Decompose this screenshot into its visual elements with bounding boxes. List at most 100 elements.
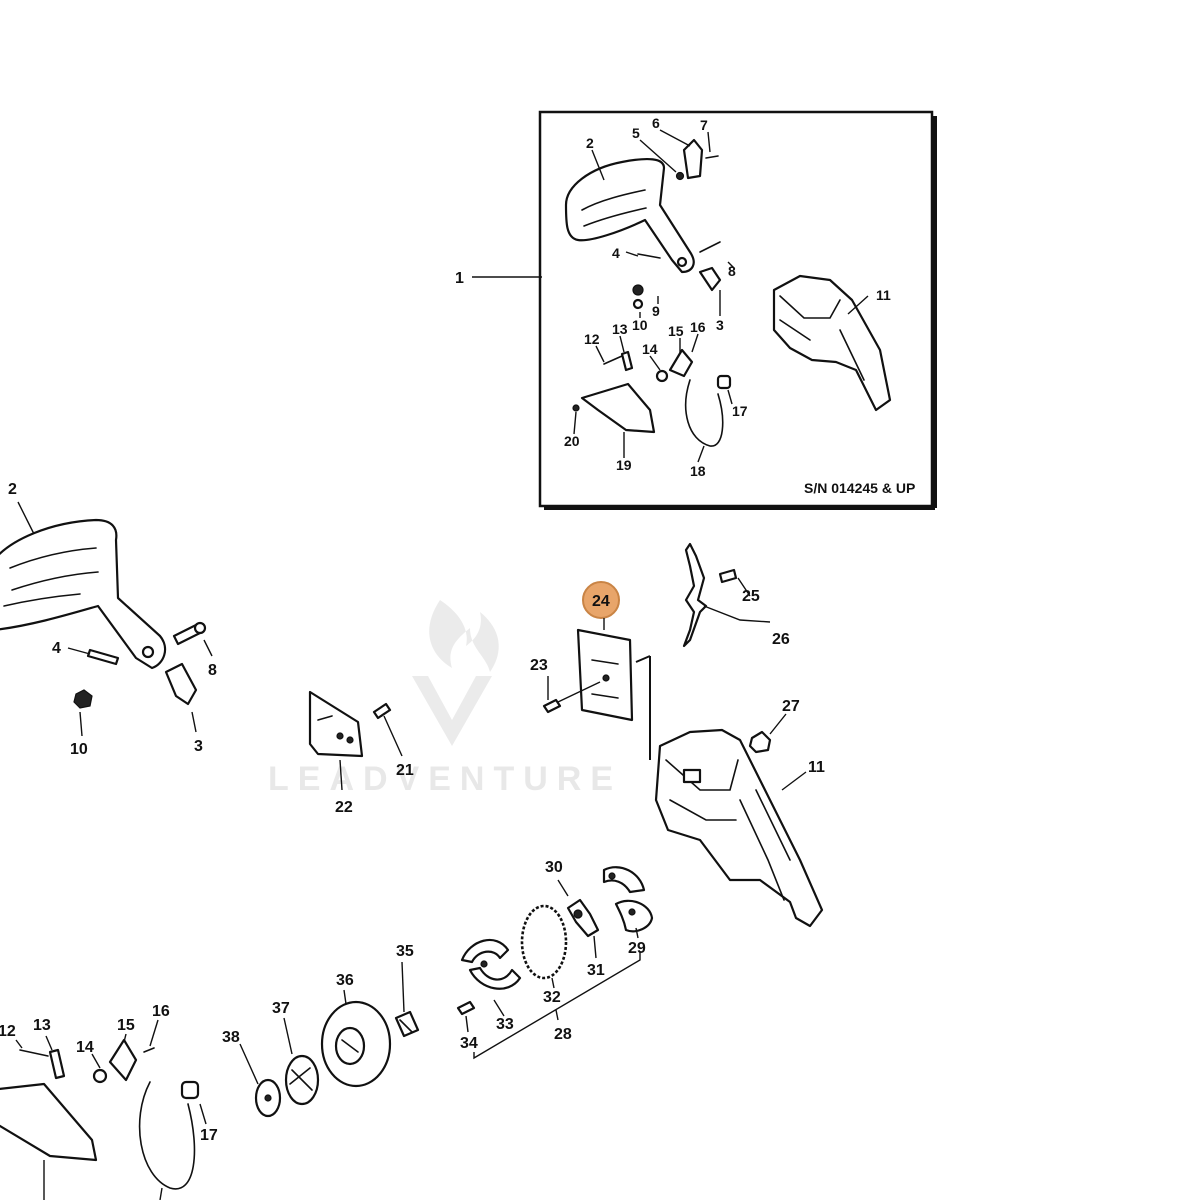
inset-bolt-part (699, 241, 721, 253)
screw-part-22 (372, 702, 392, 720)
inset-brake-band-part (684, 379, 724, 447)
inset-spacer-part (716, 374, 732, 390)
clip-part-3 (164, 662, 198, 706)
clutch-drum-part-36 (320, 1000, 392, 1088)
inset-spring-part (603, 355, 623, 365)
brake-band-part (138, 1081, 196, 1190)
callout-36: 36 (336, 972, 354, 989)
callout-34: 34 (460, 1035, 478, 1052)
callout-1: 1 (455, 270, 464, 287)
inset-nut-part (675, 171, 685, 181)
inset-callout-6: 6 (652, 115, 660, 131)
callout-35: 35 (396, 943, 414, 960)
inset-bracket-part (682, 138, 704, 180)
inset-serial-panel: 1 2 3 4 5 6 7 8 9 10 11 12 13 14 15 16 1… (455, 110, 937, 510)
callout-25: 26 (772, 631, 790, 648)
brake-cover-part (0, 1082, 98, 1162)
inset-serial-label: S/N 014245 & UP (804, 480, 915, 496)
inset-housing-part (772, 274, 892, 412)
inset-callout-19: 19 (616, 457, 632, 473)
inset-clip-part (698, 266, 722, 292)
callout-26: 25 (742, 588, 760, 605)
inset-pivot-part (668, 348, 694, 378)
callout-4: 4 (52, 640, 61, 657)
inset-bushing-part (655, 369, 669, 383)
callout-3: 3 (194, 738, 203, 755)
inset-callout-17: 17 (732, 403, 748, 419)
side-cover-housing-part-11 (654, 728, 824, 928)
inset-washer-part (632, 284, 644, 296)
spring-part-12 (19, 1049, 49, 1057)
inset-pin-part (637, 253, 661, 259)
callout-27: 27 (782, 698, 800, 715)
inset-callout-3: 3 (716, 317, 724, 333)
callout-33: 33 (496, 1016, 514, 1033)
callout-11: 11 (808, 759, 825, 776)
spacer-part-17 (180, 1080, 200, 1100)
callout-38: 38 (222, 1029, 240, 1046)
washer-part-38 (254, 1078, 282, 1118)
inset-screw-part (705, 155, 719, 159)
inset-callout-12: 12 (584, 331, 600, 347)
callout-12: 12 (0, 1023, 16, 1040)
callout-14: 14 (76, 1039, 94, 1056)
inset-lever-part (620, 350, 634, 372)
clutch-spring-part-32 (520, 904, 568, 980)
inset-callout-9: 9 (652, 303, 660, 319)
callout-32: 32 (543, 989, 561, 1006)
inset-callout-16: 16 (690, 319, 706, 335)
clutch-shoe-part-33 (460, 939, 522, 990)
clutch-shoe-part-29 (602, 866, 654, 933)
inset-callout-2: 2 (586, 135, 594, 151)
callout-24-badge[interactable] (582, 581, 620, 619)
bushing-part-14 (92, 1068, 108, 1084)
callout-31: 31 (587, 962, 605, 979)
inset-nut-small-part (632, 298, 644, 310)
inset-callout-15: 15 (668, 323, 684, 339)
flame-logo-icon (429, 600, 499, 672)
screw-part-34 (456, 1000, 476, 1016)
inset-callout-13: 13 (612, 321, 628, 337)
nut-part-27 (748, 730, 772, 754)
inset-callout-5: 5 (632, 125, 640, 141)
front-handle-part (0, 518, 167, 670)
sprocket-part-37 (284, 1054, 320, 1106)
pivot-part-15 (108, 1038, 138, 1082)
callout-23: 23 (530, 657, 548, 674)
callout-8: 8 (208, 662, 217, 679)
callout-30: 30 (545, 859, 563, 876)
watermark-text: LEADVENTURE (268, 760, 622, 798)
screw-part-23 (542, 698, 562, 714)
callout-29: 29 (628, 940, 646, 957)
nut-part-10 (73, 689, 93, 709)
needle-bearing-part-35 (394, 1010, 420, 1038)
inset-cover-part (580, 382, 656, 434)
callout-24-highlight[interactable]: 24 (582, 581, 620, 619)
inset-callout-7: 7 (700, 117, 708, 133)
callout-22: 21 (396, 762, 414, 779)
inset-callout-8: 8 (728, 263, 736, 279)
v-logo-icon (412, 676, 492, 746)
clutch-spider-part-31 (566, 898, 600, 938)
inset-callout-18: 18 (690, 463, 706, 479)
pin-part-16 (143, 1047, 155, 1053)
assembly-bracket-28 (473, 952, 641, 1060)
callout-28: 28 (554, 1026, 572, 1043)
inset-callout-20: 20 (564, 433, 580, 449)
pin-part-4 (86, 648, 120, 666)
guide-plate-part-24 (576, 628, 651, 760)
callout-16: 16 (152, 1003, 170, 1020)
inset-screw-small-part (572, 404, 580, 412)
inset-handle-part (564, 157, 695, 274)
inset-callout-4: 4 (612, 245, 620, 261)
callout-17: 17 (200, 1127, 218, 1144)
lever-part-13 (48, 1048, 66, 1080)
inset-callout-10: 10 (632, 317, 648, 333)
inset-callout-11: 11 (876, 287, 891, 303)
bumper-spike-part-25 (682, 542, 708, 648)
baffle-plate-part-21 (308, 690, 364, 758)
screw-part-26 (718, 568, 738, 584)
callout-24[interactable]: 24 (592, 593, 610, 610)
